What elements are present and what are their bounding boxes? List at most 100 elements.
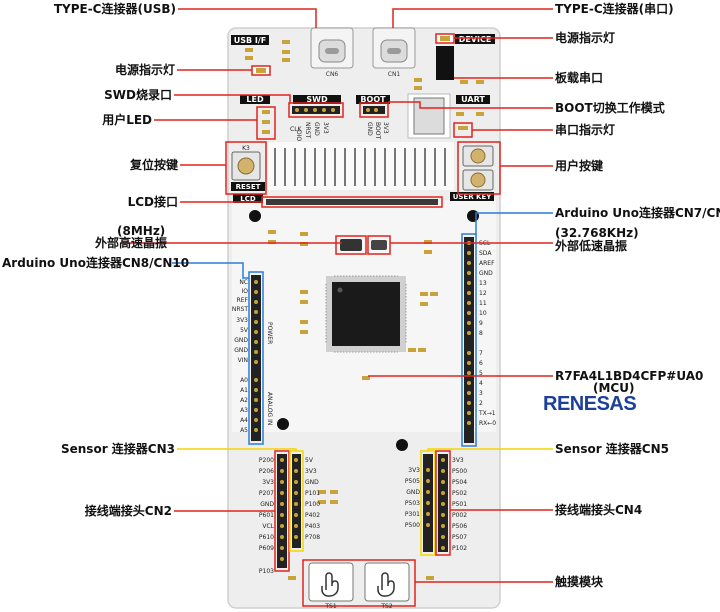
user-button-1[interactable]: [462, 145, 494, 167]
cn1-label: CN1: [388, 71, 401, 78]
leader-swd: [174, 94, 291, 103]
reset-key-box: [225, 141, 267, 195]
arduino-left-pin-label: A3: [240, 407, 248, 414]
callout-lcd: LCD接口: [127, 195, 178, 209]
lcd-segment-area: [268, 142, 454, 190]
leader-boot: [388, 101, 553, 109]
touch-hand-icon: [377, 572, 395, 597]
hse-crystal: [340, 239, 362, 251]
mounting-hole: [277, 418, 289, 430]
cn3-pin-label: P403: [305, 523, 320, 530]
cn6-label: CN6: [326, 71, 339, 78]
mounting-hole: [467, 210, 479, 222]
lcd-connector: [266, 199, 438, 205]
leader-arduino-cn810: [172, 262, 249, 279]
callout-arduino-cn79: Arduino Uno连接器CN7/CN9: [555, 206, 720, 220]
reset-button[interactable]: K3: [231, 145, 261, 181]
cn4-pin-label: P501: [452, 501, 467, 508]
arduino-left-pin-label: GND: [234, 337, 248, 344]
arduino-left-pin-label: A1: [240, 387, 248, 394]
cn5-pin-label: 3V3: [408, 467, 420, 474]
touch-module-box: [302, 559, 416, 607]
ts1-label: TS1: [324, 603, 336, 610]
callout-user-led: 用户LED: [102, 113, 152, 127]
cn4-pin-label: P504: [452, 479, 467, 486]
boot-pin-label: BOOT: [374, 122, 381, 139]
renesas-logo: RENESAS: [543, 393, 637, 415]
touch-pad-ts2[interactable]: TS2: [364, 562, 410, 610]
silk-analog: ANALOG IN: [266, 392, 273, 425]
cn2-right-labels: 5V 3V3 GND P101 P100 P402 P403 P708: [305, 457, 320, 541]
arduino-right-pin-label: GND: [479, 270, 493, 277]
cn2-pin-label: P206: [259, 468, 274, 475]
mcu-pins: [325, 275, 407, 353]
arduino-left-pin-label: A4: [240, 417, 248, 424]
cn4-pin-label: P002: [452, 512, 467, 519]
cn3-pin-label: P101: [305, 490, 320, 497]
silk-lcd: LCD: [240, 195, 256, 203]
cn2-pin-label: P609: [259, 545, 274, 552]
touch-pad-ts1[interactable]: TS1: [308, 562, 354, 610]
blue-leader-lines: [172, 212, 553, 279]
callout-onboard-uart: 板载串口: [555, 71, 604, 85]
cn4-pin-label: P507: [452, 534, 467, 541]
silk-user-key-box: [450, 192, 494, 201]
lse-crystal-box: [367, 235, 391, 255]
cn5-pin-label: P505: [405, 478, 420, 485]
k3-label: K3: [242, 145, 250, 152]
cn3-header[interactable]: [292, 454, 301, 548]
swd-header: [292, 106, 340, 114]
swd-pin-labels: DIO NRST GND 3V3 CLK: [290, 122, 329, 141]
user-button-2[interactable]: [462, 169, 494, 191]
arduino-right-pin-label: 3: [479, 390, 483, 397]
silk-reset: RESET: [236, 183, 261, 191]
cn4-pins: [426, 458, 445, 550]
swd-pin-label: NRST: [304, 122, 311, 138]
arduino-right-box: [461, 233, 477, 447]
swd-pin-label: CLK: [290, 126, 303, 133]
callout-type-c-usb: TYPE-C连接器(USB): [53, 2, 176, 16]
cn5-pin-label: P503: [405, 500, 420, 507]
silk-lcd-box: [233, 194, 263, 203]
swd-pin-label: GND: [313, 122, 320, 136]
cn2-pin-label: P207: [259, 490, 274, 497]
arduino-right-pin-label: 7: [479, 350, 483, 357]
uart-header: [413, 97, 445, 135]
cn5-pin-label: P500: [405, 522, 420, 529]
cn2-pin-label: P610: [259, 534, 274, 541]
arduino-left-header[interactable]: [251, 275, 261, 441]
callout-swd: SWD烧录口: [104, 88, 172, 102]
arduino-left-labels: NC IO REF NRST 3V3 5V GND GND VIN A0 A1 …: [232, 279, 249, 434]
touch-hand-icon: [321, 572, 339, 597]
arduino-right-header[interactable]: [464, 237, 474, 443]
cn4-pin-label: P500: [452, 468, 467, 475]
silk-uart: UART: [461, 95, 485, 104]
arduino-right-pin-label: 5: [479, 370, 483, 377]
user-led: [262, 120, 270, 124]
callout-hse: 外部高速晶振: [95, 236, 168, 250]
callout-terminal-cn4: 接线端接头CN4: [555, 503, 643, 517]
arduino-right-labels: SCL SDA AREF GND 13 12 11 10 9 8 7 6 5 4…: [478, 240, 496, 427]
arduino-left-pin-label: NRST: [232, 306, 248, 313]
hse-crystal-box: [335, 235, 367, 255]
cn2-pin-label: GND: [260, 501, 274, 508]
silk-led: LED: [246, 95, 264, 104]
silk-uart-box: [456, 95, 490, 104]
uart-led: [458, 126, 468, 130]
arduino-left-pin-label: NC: [239, 279, 248, 286]
leader-sensor-cn3: [177, 448, 297, 451]
silk-boot: BOOT: [360, 95, 386, 104]
lse-crystal: [371, 240, 387, 250]
callout-type-c-uart: TYPE-C连接器(串口): [555, 2, 674, 16]
cn4-box: [435, 450, 451, 556]
cn3-pin-label: 5V: [305, 457, 314, 464]
cn2-header[interactable]: [277, 454, 287, 568]
arduino-left-pin-label: VIN: [238, 357, 248, 364]
silk-usb-if: USB I/F: [234, 36, 267, 45]
cn2-pin-label: 3V3: [262, 479, 274, 486]
arduino-right-pin-label: TX→1: [478, 410, 496, 417]
swd-header-box: [288, 102, 344, 118]
arduino-right-pin-label: RX←0: [479, 420, 496, 427]
arduino-right-pin-label: 6: [479, 360, 483, 367]
cn4-pin-label: P102: [452, 545, 467, 552]
